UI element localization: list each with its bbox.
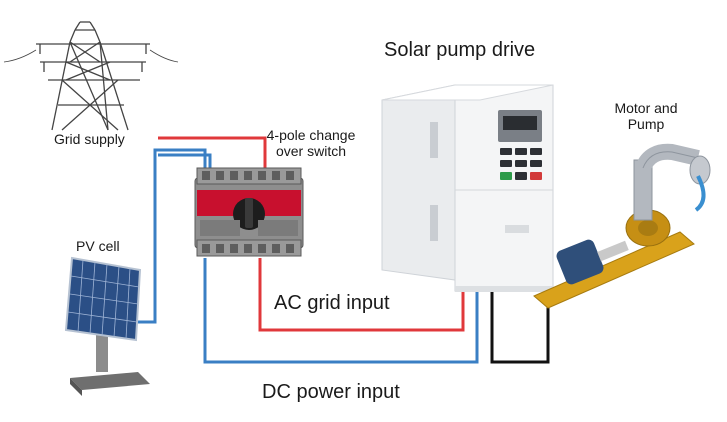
dc-wire-grid-to-switch — [158, 153, 212, 168]
changeover-switch-icon — [194, 167, 304, 257]
ac-grid-input-label: AC grid input — [274, 292, 390, 314]
switch-label-line1: 4-pole change — [266, 127, 356, 143]
motor-pump-label: Motor and Pump — [600, 100, 692, 132]
wiring — [136, 136, 550, 364]
grid-supply-label: Grid supply — [54, 131, 125, 147]
motor-label-line1: Motor and — [614, 100, 678, 116]
dc-power-input-wire — [203, 258, 479, 364]
switch-label-line2: over switch — [275, 143, 347, 160]
ac-grid-input-wire — [258, 258, 465, 332]
solar-panel-icon — [64, 256, 150, 396]
ac-wire-grid-to-switch — [158, 136, 267, 168]
switch-label: 4-pole change over switch — [248, 127, 374, 159]
pump-drive-icon — [381, 84, 554, 292]
dc-power-input-label: DC power input — [262, 381, 400, 403]
motor-label-line2: Pump — [627, 116, 665, 133]
pv-cell-label: PV cell — [76, 238, 120, 254]
drive-to-pump-wire — [490, 292, 550, 364]
motor-pump-icon — [533, 143, 711, 309]
transmission-tower-icon — [3, 21, 179, 131]
dc-wire-pv-to-switch — [136, 148, 207, 324]
solar-drive-label: Solar pump drive — [384, 39, 536, 61]
